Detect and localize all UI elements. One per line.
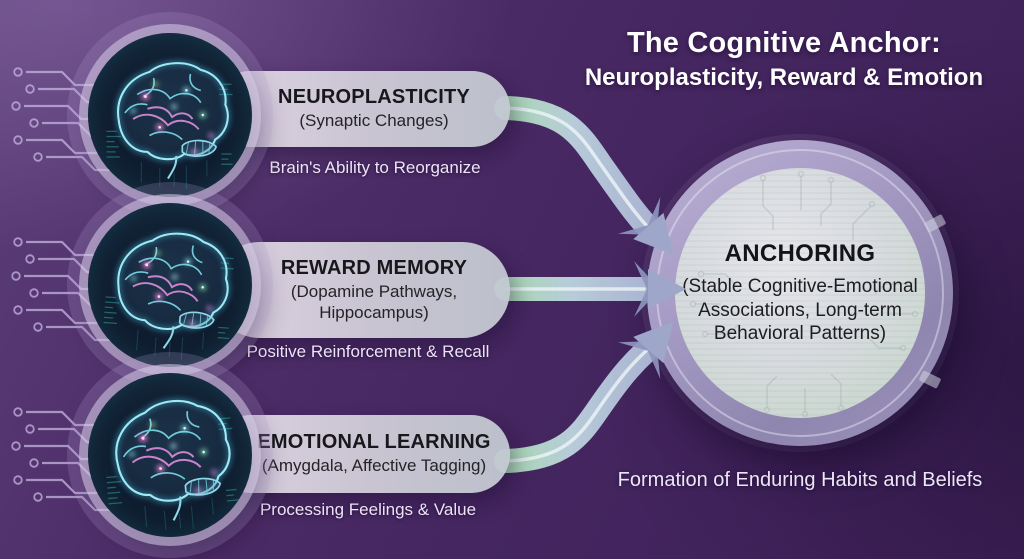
anchoring-title: ANCHORING — [724, 239, 876, 267]
pill-title: NEUROPLASTICITY — [278, 86, 470, 109]
pill-subtitle: (Dopamine Pathways, Hippocampus) — [290, 282, 458, 322]
brain-icon — [88, 373, 252, 537]
flow-arrow-icon — [494, 96, 658, 237]
brain-node-circle — [88, 203, 252, 367]
pill-title: EMOTIONAL LEARNING — [257, 431, 491, 454]
anchoring-subtitle: (Stable Cognitive-Emotional Associations… — [682, 275, 918, 345]
footer-caption: Formation of Enduring Habits and Beliefs — [617, 469, 983, 491]
anchoring-circle: ANCHORING (Stable Cognitive-Emotional As… — [647, 140, 953, 446]
anchoring-text-block: ANCHORING (Stable Cognitive-Emotional As… — [675, 240, 925, 347]
pill-subtitle: (Synaptic Changes) — [299, 111, 449, 131]
node-caption: Processing Feelings & Value — [259, 500, 477, 519]
brain-icon — [88, 33, 252, 197]
node-caption: Brain's Ability to Reorganize — [269, 158, 481, 177]
flow-arrow-icon — [494, 339, 658, 473]
title-line-1: The Cognitive Anchor: — [626, 27, 942, 59]
brain-node-circle — [88, 33, 252, 197]
anchoring-circle-face: ANCHORING (Stable Cognitive-Emotional As… — [675, 168, 925, 418]
pill-title: REWARD MEMORY — [280, 257, 468, 280]
node-caption: Positive Reinforcement & Recall — [246, 342, 490, 361]
pill-emotional-learning: EMOTIONAL LEARNING (Amygdala, Affective … — [212, 415, 510, 493]
pill-neuroplasticity: NEUROPLASTICITY (Synaptic Changes) — [212, 71, 510, 147]
brain-icon — [88, 203, 252, 367]
pill-subtitle: (Amygdala, Affective Tagging) — [261, 456, 487, 476]
title-line-2: Neuroplasticity, Reward & Emotion — [584, 64, 984, 91]
brain-node-circle — [88, 373, 252, 537]
page-title: The Cognitive Anchor: Neuroplasticity, R… — [556, 27, 1012, 92]
pill-reward-memory: REWARD MEMORY (Dopamine Pathways, Hippoc… — [212, 242, 510, 338]
